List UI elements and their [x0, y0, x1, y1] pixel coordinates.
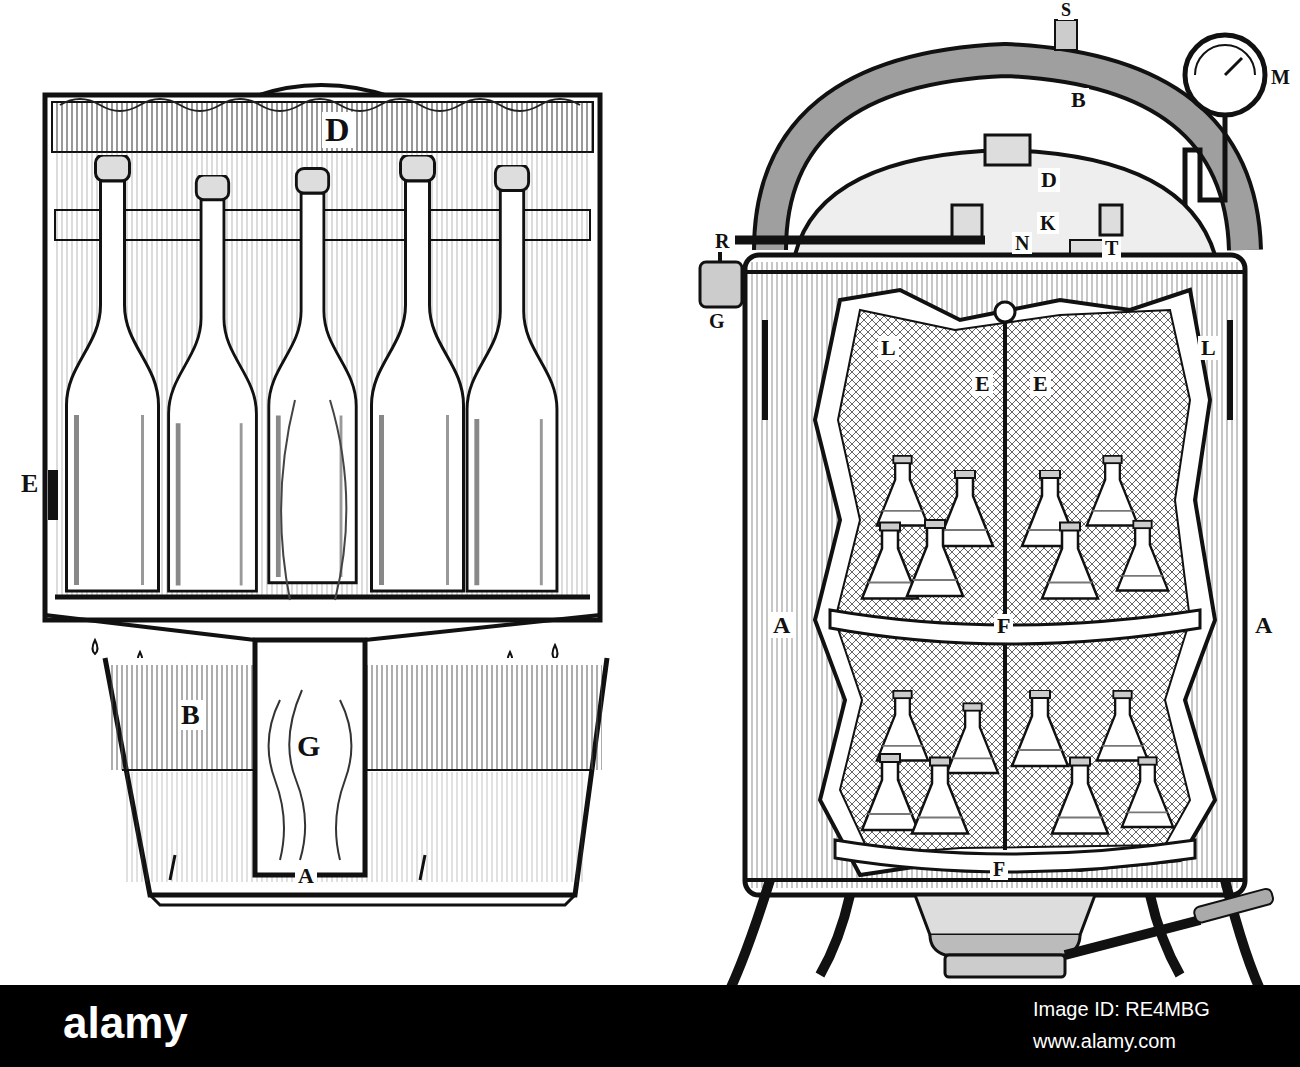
- part-letter: A: [770, 612, 793, 638]
- part-letter: N: [1012, 232, 1032, 254]
- part-letter: E: [1030, 372, 1051, 396]
- part-letter: M: [1268, 66, 1293, 88]
- part-letter: L: [1198, 336, 1219, 360]
- part-letter: A: [295, 864, 317, 888]
- part-letter: E: [972, 372, 993, 396]
- part-letter: K: [1037, 212, 1059, 234]
- part-letter: F: [990, 858, 1008, 880]
- part-letter: R: [712, 230, 732, 252]
- part-letter: D: [1038, 168, 1060, 192]
- part-letter: F: [994, 614, 1013, 638]
- part-letter: D: [322, 112, 353, 148]
- part-letter: A: [1252, 612, 1275, 638]
- part-letter: E: [18, 470, 41, 498]
- part-letter: G: [294, 730, 323, 762]
- part-letter: L: [878, 336, 899, 360]
- part-letter: S: [1058, 0, 1074, 20]
- watermark: Image ID: RE4MBG: [1030, 998, 1213, 1020]
- part-letter: B: [1068, 88, 1089, 112]
- watermark: alamy: [60, 1000, 191, 1046]
- part-letter: B: [178, 700, 203, 730]
- part-letter: T: [1102, 237, 1121, 259]
- watermark: www.alamy.com: [1030, 1030, 1179, 1052]
- part-letter: G: [706, 310, 728, 332]
